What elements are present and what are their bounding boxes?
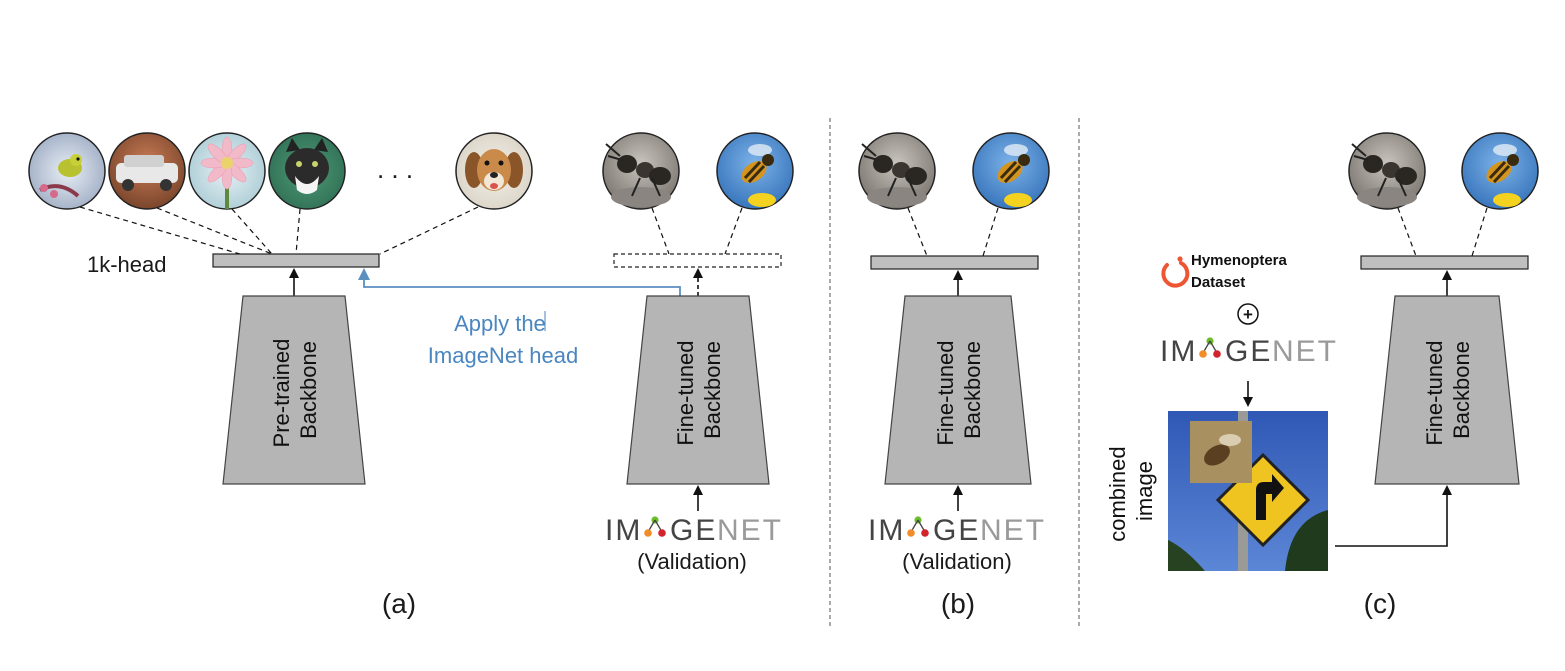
panel-b: Fine-tuned Backbone IM GE NET (Validatio… bbox=[858, 132, 1050, 619]
svg-text:IM: IM bbox=[1160, 335, 1197, 368]
panel-a-caption: (a) bbox=[382, 588, 416, 619]
svg-text:NET: NET bbox=[980, 514, 1046, 547]
finetuned-backbone-b-label: Fine-tuned Backbone bbox=[933, 334, 985, 445]
bird-photo-icon bbox=[28, 132, 106, 210]
ant-photo-icon bbox=[602, 132, 680, 210]
finetuned-backbone-a-label: Fine-tuned Backbone bbox=[673, 334, 725, 445]
target-to-head-links bbox=[651, 207, 743, 255]
svg-text:GE: GE bbox=[933, 514, 980, 547]
panel-c-caption: (c) bbox=[1364, 588, 1397, 619]
class-to-head-links bbox=[79, 206, 479, 255]
bee-photo-icon bbox=[716, 132, 794, 210]
finetuned-backbone-c-label: Fine-tuned Backbone bbox=[1422, 334, 1474, 445]
svg-text:GE: GE bbox=[670, 514, 717, 547]
imagenet-head-bar bbox=[212, 253, 380, 268]
svg-text:NET: NET bbox=[717, 514, 783, 547]
svg-text:GE: GE bbox=[1225, 335, 1272, 368]
plus-icon: + bbox=[1237, 303, 1259, 325]
bee-photo-icon bbox=[972, 132, 1050, 210]
apply-imagenet-head-note: Apply the ImageNet head bbox=[428, 311, 578, 368]
car-photo-icon bbox=[108, 132, 186, 210]
target-head-bar-b bbox=[870, 255, 1039, 270]
finetuned-backbone-b bbox=[884, 295, 1032, 485]
apply-imagenet-head-arrow bbox=[358, 268, 681, 296]
pretrained-backbone-label: Pre-trained Backbone bbox=[269, 333, 321, 448]
finetuned-backbone-a bbox=[626, 295, 770, 485]
bee-photo-icon bbox=[1461, 132, 1539, 210]
empty-target-head bbox=[613, 253, 782, 268]
svg-text:NET: NET bbox=[1272, 335, 1338, 368]
hymenoptera-logo-icon bbox=[1161, 256, 1190, 288]
pretrained-backbone bbox=[222, 295, 366, 485]
hymenoptera-dataset-label: Hymenoptera Dataset bbox=[1191, 252, 1291, 291]
ant-photo-icon bbox=[858, 132, 936, 210]
combined-image-label: combined image bbox=[1105, 440, 1157, 542]
panel-b-caption: (b) bbox=[941, 588, 975, 619]
panel-a: . . . 1k-head Pre-trained Backbone bbox=[28, 132, 794, 619]
flower-photo-icon bbox=[188, 132, 266, 210]
svg-text:IM: IM bbox=[868, 514, 905, 547]
ellipsis: . . . bbox=[377, 154, 413, 184]
target-to-head-links bbox=[907, 207, 999, 257]
combined-image bbox=[1168, 411, 1328, 571]
imagenet-logo-a: IM GE NET bbox=[605, 514, 783, 547]
imagenet-logo-c: IM GE NET bbox=[1160, 335, 1338, 368]
combined-to-backbone-arrow bbox=[1335, 485, 1452, 547]
target-to-head-links bbox=[1397, 207, 1488, 257]
svg-text:IM: IM bbox=[605, 514, 642, 547]
finetuned-backbone-c bbox=[1374, 295, 1520, 485]
panel-c: Hymenoptera Dataset + IM GE NET bbox=[1105, 132, 1539, 619]
svg-text:+: + bbox=[1243, 305, 1253, 324]
head-label: 1k-head bbox=[87, 252, 167, 277]
validation-note-a: (Validation) bbox=[637, 549, 747, 574]
imagenet-logo-b: IM GE NET bbox=[868, 514, 1046, 547]
target-head-bar-c bbox=[1360, 255, 1529, 270]
validation-note-b: (Validation) bbox=[902, 549, 1012, 574]
ant-photo-icon bbox=[1348, 132, 1426, 210]
cat-photo-icon bbox=[268, 132, 346, 210]
dog-photo-icon bbox=[455, 132, 533, 210]
